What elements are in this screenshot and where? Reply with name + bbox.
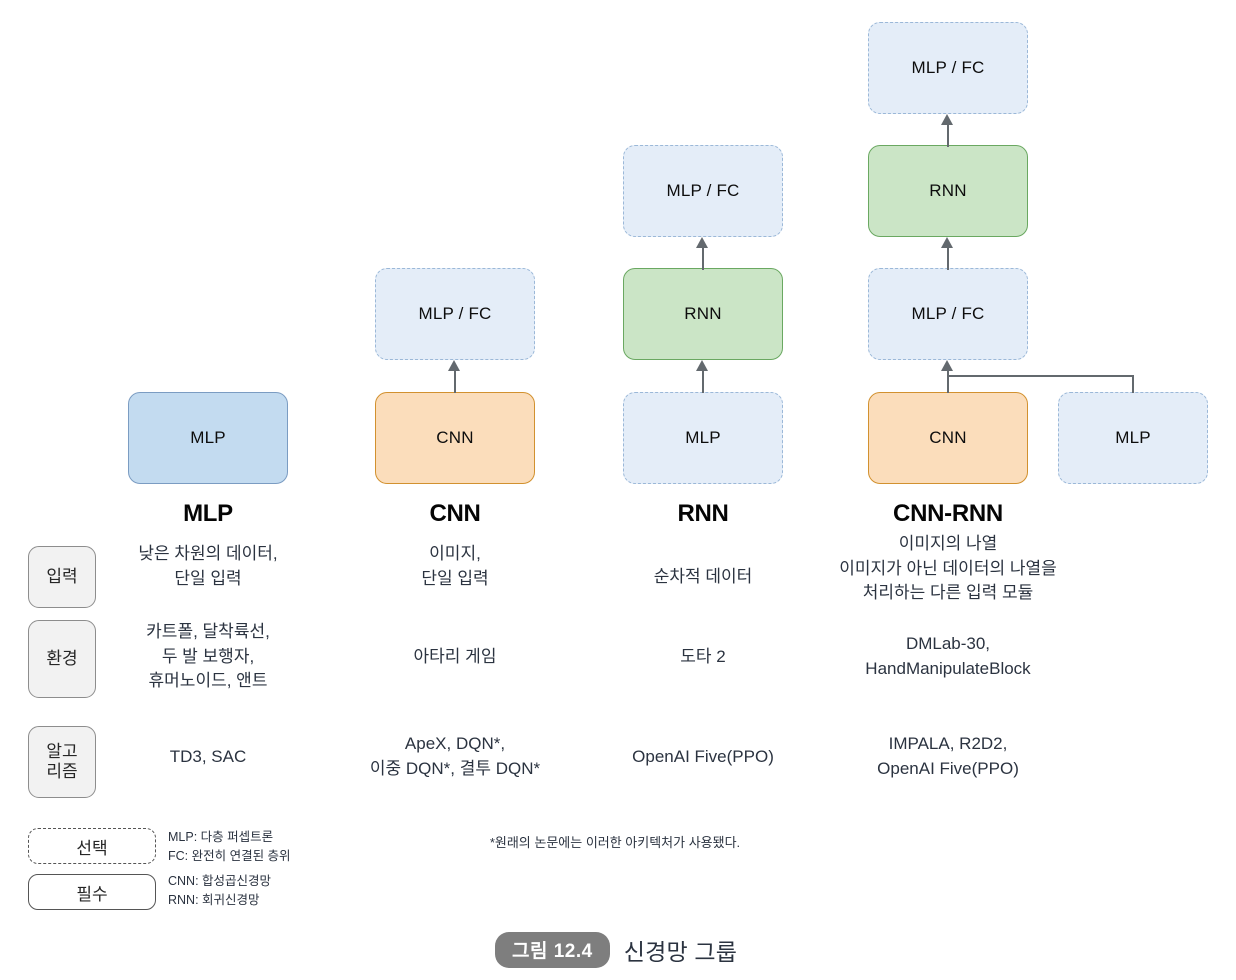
node-label: MLP (190, 427, 226, 447)
node-rnn-c3[interactable]: RNN (623, 268, 783, 360)
node-cnn-c2[interactable]: CNN (375, 392, 535, 484)
cell-input-cnn: 이미지, 단일 입력 (421, 544, 489, 588)
node-mlp-c3[interactable]: MLP (623, 392, 783, 484)
figure-number-badge: 그림 12.4 (495, 932, 610, 968)
legend-chip-optional: 선택 (28, 828, 156, 864)
connector-arrowhead (941, 360, 953, 371)
cell-algo-cnn: ApeX, DQN*, 이중 DQN*, 결투 DQN* (369, 734, 541, 778)
connector-line (454, 371, 456, 393)
legend-desc-required: CNN: 합성곱신경망 RNN: 회귀신경망 (168, 874, 272, 907)
node-label: MLP (685, 427, 721, 447)
column-title-cnn-rnn: CNN-RNN (893, 500, 1003, 527)
node-label: CNN (436, 427, 474, 447)
node-label: RNN (929, 180, 967, 200)
row-label-input: 입력 (28, 546, 96, 608)
legend-chip-required: 필수 (28, 874, 156, 910)
node-label: MLP / FC (911, 57, 985, 77)
connector-line (947, 125, 949, 147)
node-mlpfc-top-c4[interactable]: MLP / FC (868, 22, 1028, 114)
node-rnn-c4[interactable]: RNN (868, 145, 1028, 237)
row-label-environment: 환경 (28, 620, 96, 698)
connector-arrowhead (448, 360, 460, 371)
connector-line (702, 371, 704, 393)
cell-algo-rnn: OpenAI Five(PPO) (632, 747, 774, 766)
connector-line (947, 248, 949, 270)
node-label: RNN (684, 303, 722, 323)
cell-env-rnn: 도타 2 (680, 647, 726, 666)
node-label: MLP / FC (418, 303, 492, 323)
node-mlpfc-mid-c4[interactable]: MLP / FC (868, 268, 1028, 360)
footnote: *원래의 논문에는 이러한 아키텍처가 사용됐다. (489, 835, 741, 850)
column-title-cnn: CNN (429, 500, 481, 527)
cell-env-cnn: 아타리 게임 (413, 647, 497, 666)
cell-input-rnn: 순차적 데이터 (653, 567, 753, 586)
node-label: MLP (1115, 427, 1151, 447)
row-label-algorithm: 알고 리즘 (28, 726, 96, 798)
cell-env-cnn-rnn: DMLab-30, HandManipulateBlock (865, 634, 1031, 678)
connector-arrowhead (696, 360, 708, 371)
node-cnn-c4[interactable]: CNN (868, 392, 1028, 484)
connector-arrowhead (696, 237, 708, 248)
node-label: MLP / FC (666, 180, 740, 200)
connector-arrowhead (941, 237, 953, 248)
connector-line (947, 371, 949, 393)
node-mlpfc-c2[interactable]: MLP / FC (375, 268, 535, 360)
cell-algo-cnn-rnn: IMPALA, R2D2, OpenAI Five(PPO) (877, 734, 1019, 778)
node-mlpfc-c3[interactable]: MLP / FC (623, 145, 783, 237)
cell-algo-mlp: TD3, SAC (169, 747, 247, 766)
node-label: MLP / FC (911, 303, 985, 323)
figure-caption-text: 신경망 그룹 (623, 939, 738, 965)
node-label: CNN (929, 427, 967, 447)
cell-input-mlp: 낮은 차원의 데이터, 단일 입력 (138, 544, 278, 588)
legend-desc-optional: MLP: 다층 퍼셉트론 FC: 완전히 연결된 층위 (168, 830, 291, 863)
connector-arrowhead (941, 114, 953, 125)
node-mlp-c1[interactable]: MLP (128, 392, 288, 484)
cell-env-mlp: 카트폴, 달착륙선, 두 발 보행자, 휴머노이드, 앤트 (146, 622, 270, 691)
column-title-mlp: MLP (183, 500, 233, 527)
connector-elbow-horizontal (947, 375, 1134, 377)
connector-elbow-vertical (1132, 375, 1134, 393)
node-mlp-side-c4[interactable]: MLP (1058, 392, 1208, 484)
connector-line (702, 248, 704, 270)
figure-caption: 그림 12.4 신경망 그룹 (495, 932, 737, 968)
cell-input-cnn-rnn: 이미지의 나열 이미지가 아닌 데이터의 나열을 처리하는 다른 입력 모듈 (839, 534, 1057, 603)
column-title-rnn: RNN (677, 500, 729, 527)
